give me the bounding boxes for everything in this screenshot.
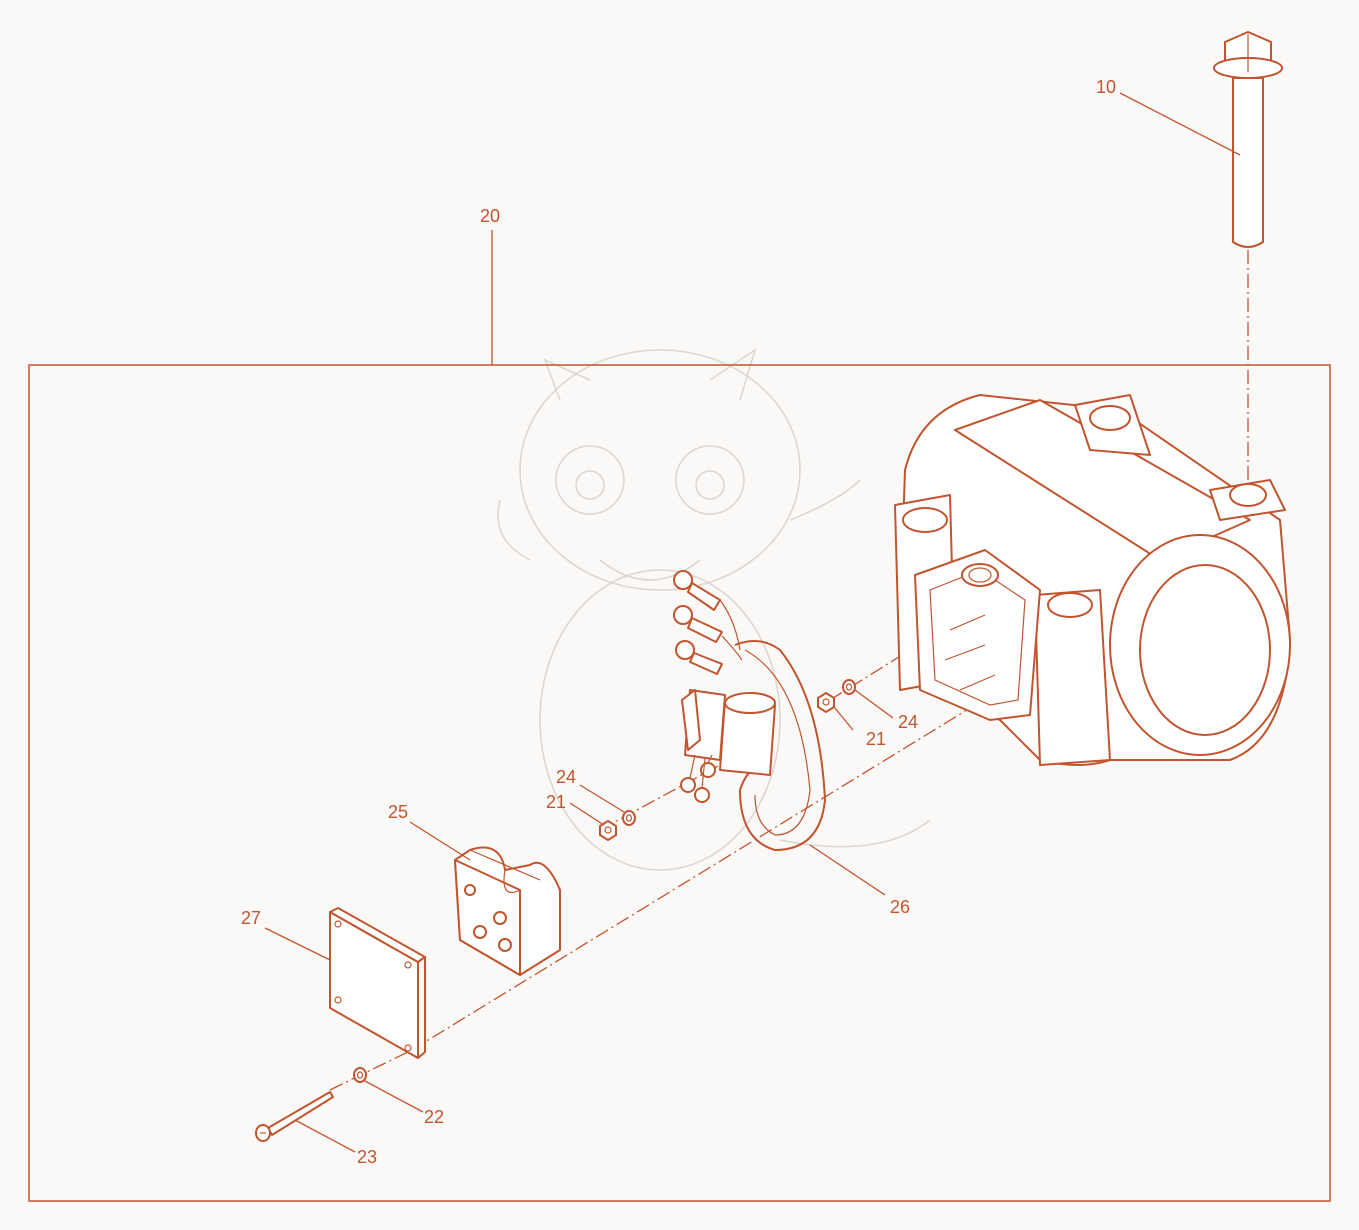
housing-body: [894, 394, 1291, 766]
callout-25: 25: [388, 802, 408, 822]
callout-23: 23: [357, 1147, 377, 1167]
callout-24-upper: 24: [898, 712, 918, 732]
nut-part-21-lower: [599, 820, 617, 841]
callout-21-lower: 21: [546, 792, 566, 812]
washer-part-24-upper: [842, 679, 856, 695]
leader-lines: [264, 92, 1241, 1153]
callout-24-lower: 24: [556, 767, 576, 787]
bolt-part-10: [1213, 31, 1283, 248]
wire-harness-part-26: [673, 570, 826, 851]
grommet-block-part-25: [454, 846, 561, 976]
nut-part-21-upper: [817, 692, 835, 713]
callout-26: 26: [890, 897, 910, 917]
callout-10: 10: [1096, 77, 1116, 97]
callout-20: 20: [480, 206, 500, 226]
callout-21-upper: 21: [866, 729, 886, 749]
screw-part-23: [255, 1091, 334, 1142]
callout-27: 27: [241, 908, 261, 928]
cover-plate-part-27: [329, 907, 426, 1059]
callout-22: 22: [424, 1107, 444, 1127]
washer-part-24-lower: [622, 810, 636, 826]
assembly-boundary-box: [28, 364, 1331, 1202]
washer-part-22: [353, 1067, 367, 1083]
